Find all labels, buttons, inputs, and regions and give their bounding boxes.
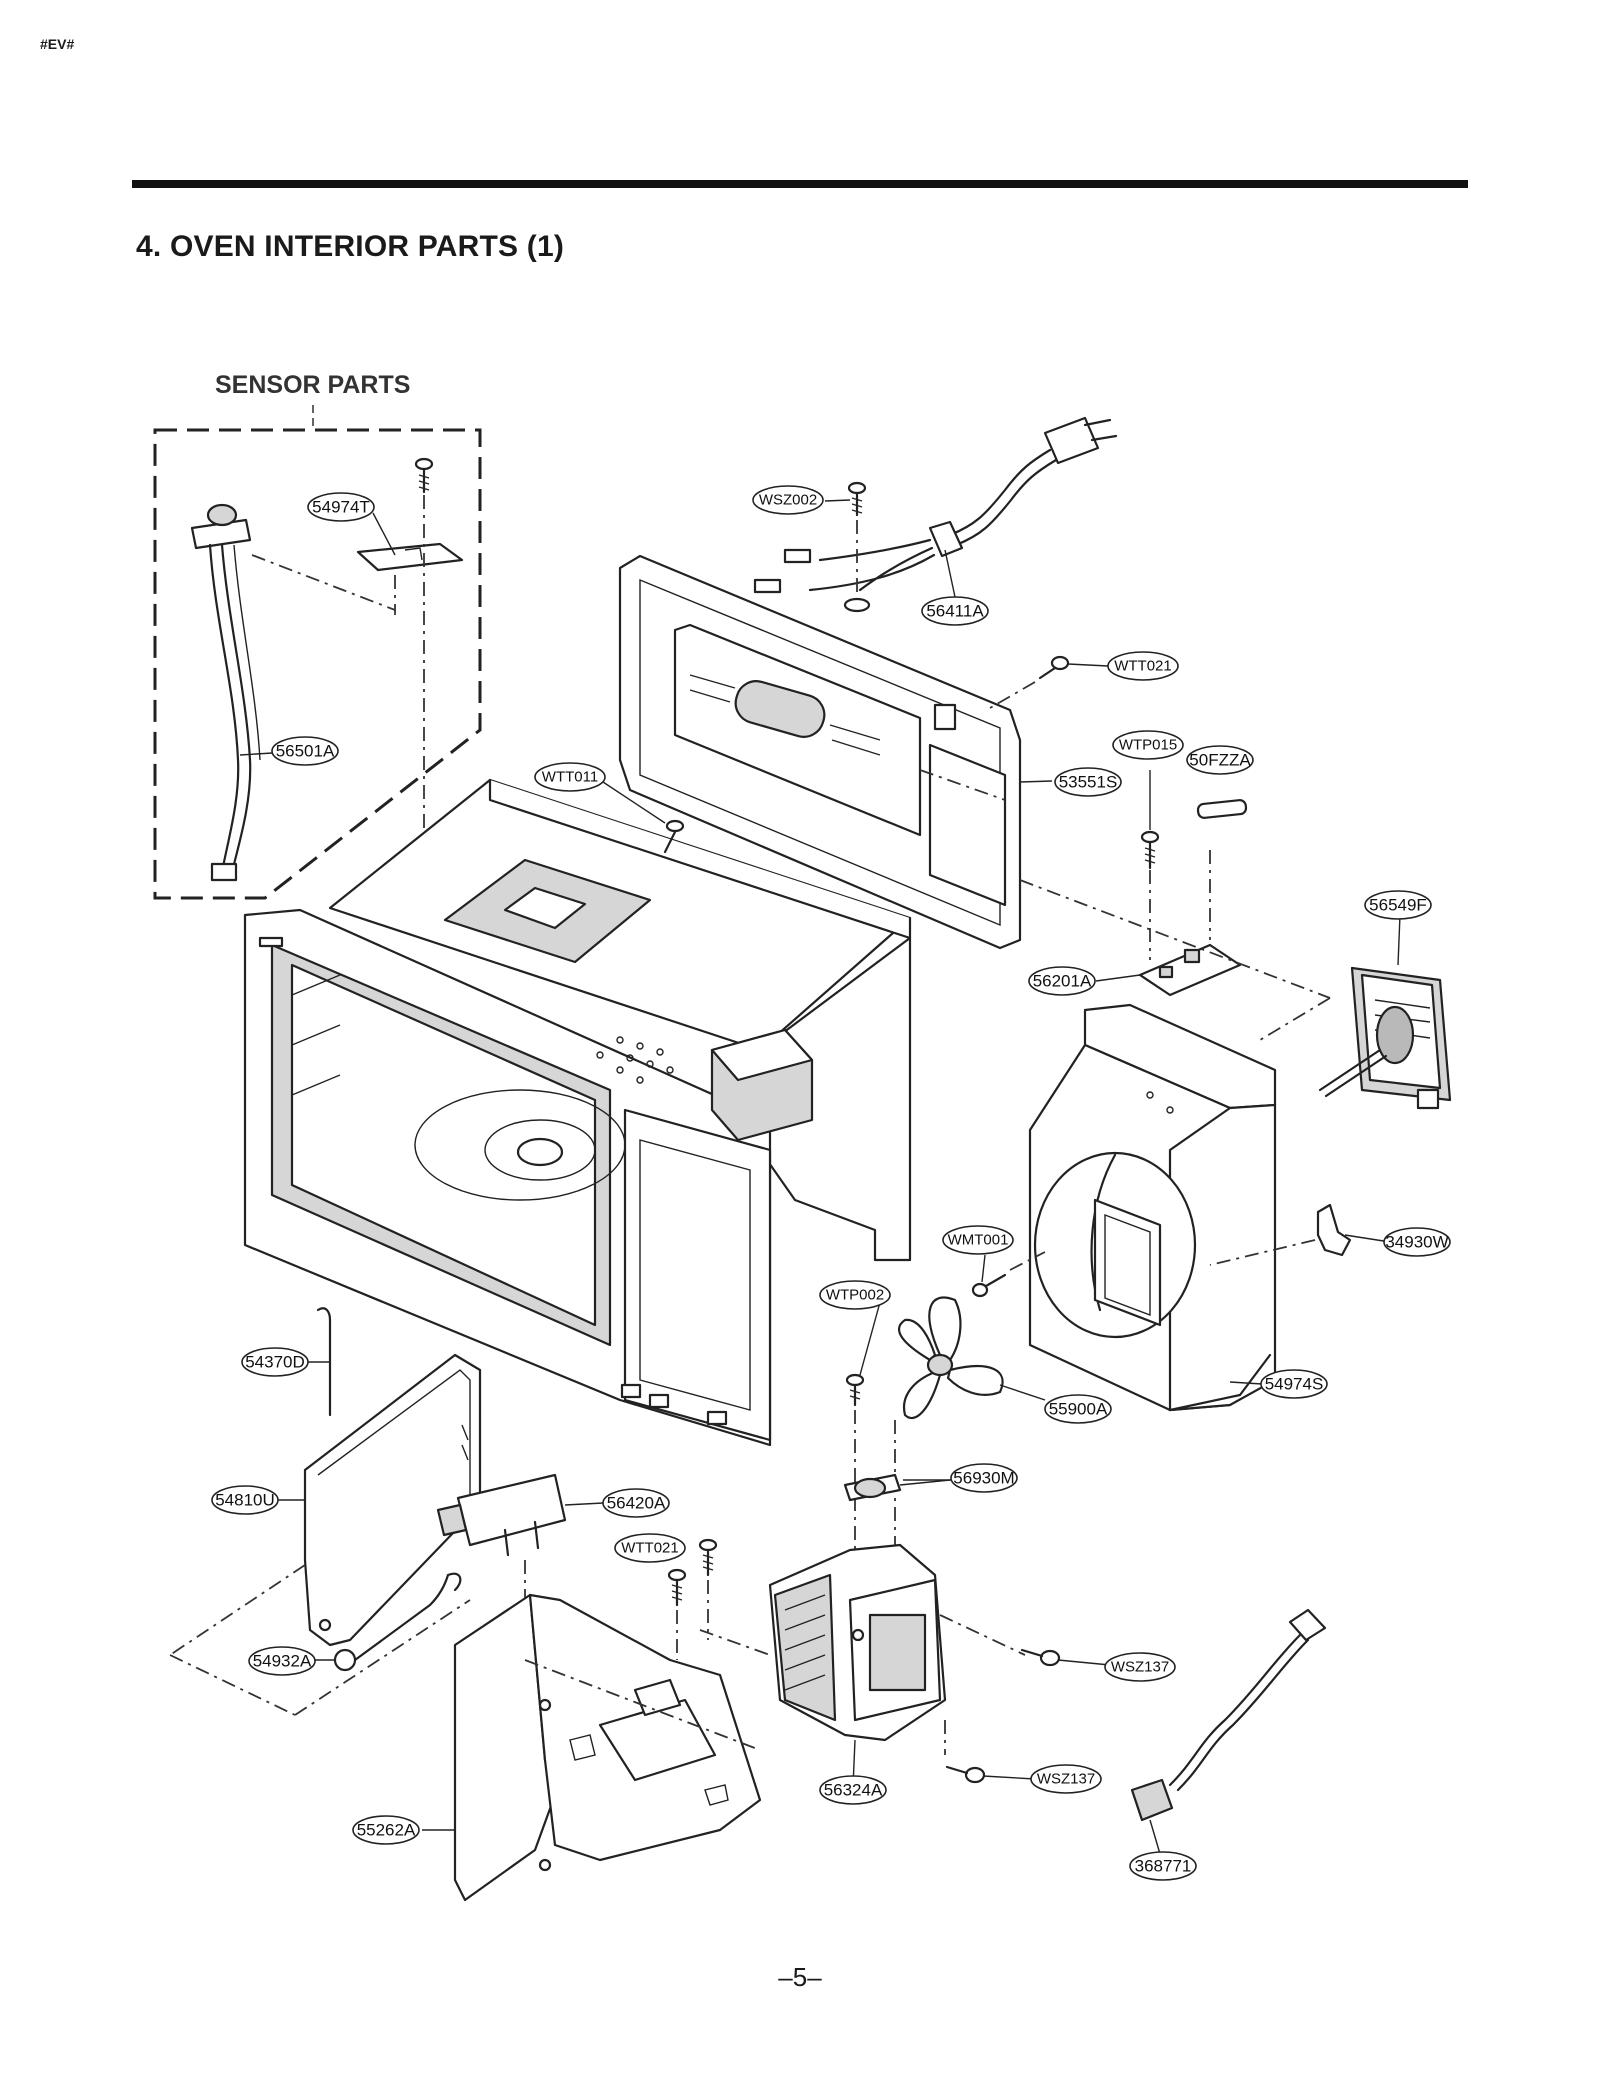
label-56324A: 56324A [824, 1781, 883, 1800]
callout-56420A: 56420A [602, 1488, 670, 1518]
callout-56324A: 56324A [819, 1775, 887, 1805]
callout-56930M: 56930M [950, 1463, 1018, 1493]
label-54932A: 54932A [253, 1652, 312, 1671]
callout-55900A: 55900A [1044, 1394, 1112, 1424]
wire-harness-368771 [1130, 1608, 1327, 1822]
callout-54370D: 54370D [241, 1347, 309, 1377]
label-56501A: 56501A [276, 742, 335, 761]
callout-WSZ137-lower: WSZ137 [1030, 1764, 1102, 1794]
callout-WMT001: WMT001 [942, 1225, 1014, 1255]
label-34930W: 34930W [1385, 1233, 1448, 1252]
label-53551S: 53551S [1059, 773, 1118, 792]
label-56930M: 56930M [953, 1469, 1014, 1488]
sensor-bracket [356, 542, 464, 572]
wtt021-screw-icon [1038, 655, 1070, 680]
label-WTP002: WTP002 [826, 1287, 884, 1304]
callout-WTP002: WTP002 [819, 1280, 891, 1310]
label-368771: 368771 [1135, 1857, 1192, 1876]
fan-motor [1318, 966, 1452, 1110]
label-54810U: 54810U [215, 1491, 275, 1510]
label-WTT011: WTT011 [542, 769, 598, 786]
noise-filter-pcb [1138, 943, 1242, 997]
label-56420A: 56420A [607, 1494, 666, 1513]
header-rule [132, 180, 1468, 188]
callout-WTT021-upper: WTT021 [1107, 651, 1179, 681]
callout-54974T: 54974T [307, 492, 375, 522]
wtp002-screw-icon [845, 1373, 865, 1407]
callout-WTT021-lower: WTT021 [614, 1533, 686, 1563]
capacitor-bracket [303, 1353, 482, 1647]
callout-34930W: 34930W [1383, 1227, 1451, 1257]
callout-54932A: 54932A [248, 1646, 316, 1676]
label-WSZ002: WSZ002 [759, 492, 817, 509]
corner-mark: #EV# [40, 36, 75, 52]
callout-WSZ137-upper: WSZ137 [1104, 1652, 1176, 1682]
callout-54974S: 54974S [1260, 1369, 1328, 1399]
callout-55262A: 55262A [352, 1815, 420, 1845]
wsz002-screw-icon [847, 481, 867, 517]
fuse-icon [1196, 799, 1248, 819]
label-54974T: 54974T [312, 498, 370, 517]
callout-50FZZA: 50FZZA [1186, 745, 1254, 775]
wsz137-lower-screw-icon [945, 1765, 986, 1784]
air-guide-duct [1028, 1003, 1277, 1412]
callout-53551S: 53551S [1054, 767, 1122, 797]
label-WTT021-lower: WTT021 [621, 1540, 679, 1557]
label-WSZ137-upper: WSZ137 [1111, 1659, 1169, 1676]
hv-capacitor [436, 1473, 567, 1557]
wmt001-screw-icon [971, 1273, 1007, 1298]
sensor-parts-group: SENSOR PARTS [153, 371, 482, 900]
label-WTP015: WTP015 [1119, 737, 1177, 754]
label-WTT021-upper: WTT021 [1114, 658, 1172, 675]
power-cord [753, 416, 1118, 594]
transformer-base-plate [453, 1593, 762, 1902]
label-WSZ137-lower: WSZ137 [1037, 1771, 1095, 1788]
humidity-sensor [190, 503, 261, 882]
thermal-cutoff [843, 1473, 902, 1502]
spring-hook [333, 1572, 462, 1672]
wtt021-lower-screws-icon [667, 1538, 718, 1607]
callout-56201A: 56201A [1028, 966, 1096, 996]
stirrer-shaft [316, 1307, 332, 1417]
oven-cavity [243, 778, 912, 1447]
callout-WSZ002: WSZ002 [752, 485, 824, 515]
label-56549F: 56549F [1369, 896, 1427, 915]
callout-56549F: 56549F [1364, 890, 1432, 920]
wtp015-screw-icon [1140, 830, 1160, 870]
page-title: 4. OVEN INTERIOR PARTS (1) [136, 230, 565, 263]
callout-54810U: 54810U [211, 1485, 279, 1515]
page-number: –5– [778, 1962, 822, 1992]
label-56201A: 56201A [1033, 972, 1092, 991]
callout-WTP015: WTP015 [1112, 730, 1184, 760]
label-54974S: 54974S [1265, 1375, 1324, 1394]
label-55900A: 55900A [1049, 1400, 1108, 1419]
fan-blade [898, 1296, 1004, 1420]
callout-WTT011: WTT011 [534, 762, 606, 792]
sensor-screw-icon [414, 457, 434, 494]
label-WMT001: WMT001 [948, 1232, 1009, 1249]
sensor-parts-title: SENSOR PARTS [215, 371, 410, 399]
callout-56501A: 56501A [271, 736, 339, 766]
magnetron [768, 1543, 947, 1742]
label-50FZZA: 50FZZA [1189, 751, 1251, 770]
label-55262A: 55262A [357, 1821, 416, 1840]
label-56411A: 56411A [926, 602, 984, 621]
latch-clip [1316, 1203, 1352, 1257]
label-54370D: 54370D [245, 1353, 305, 1372]
wsz137-upper-screw-icon [1020, 1648, 1061, 1667]
callout-368771: 368771 [1129, 1851, 1197, 1881]
control-mounting-plate [618, 554, 1022, 950]
callout-56411A: 56411A [921, 596, 989, 626]
wtt011-screw-icon [663, 819, 685, 854]
